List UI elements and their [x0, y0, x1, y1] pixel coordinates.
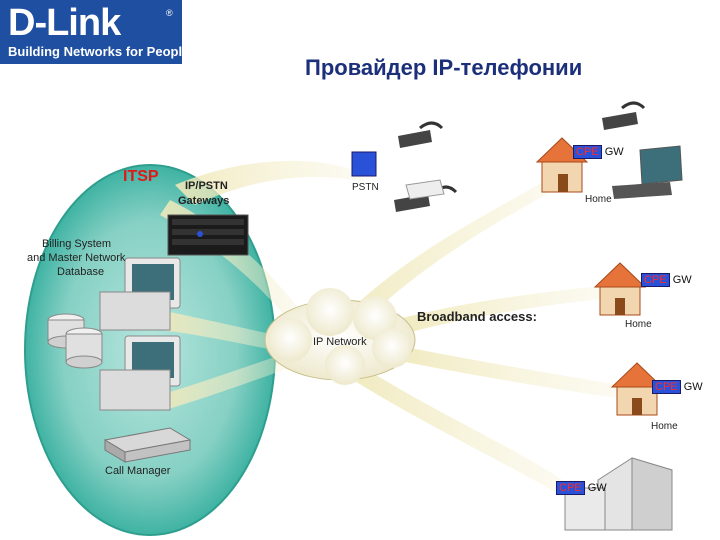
- billing-label-line2: and Master Network: [27, 252, 126, 264]
- itsp-label: ITSP: [123, 168, 159, 185]
- pstn-label: PSTN: [352, 182, 379, 193]
- cpe-box: CPE: [652, 380, 681, 394]
- connection-beams: [160, 160, 620, 495]
- cloud-icon: [264, 288, 416, 385]
- router-icon: [103, 427, 192, 463]
- home-label: Home: [585, 194, 612, 205]
- gateways-label-line2: Gateways: [178, 195, 230, 207]
- telephone-icon: [398, 121, 444, 148]
- server-icon: [167, 214, 249, 256]
- logo-tagline: Building Networks for People: [8, 44, 190, 59]
- gateways-label-line1: IP/PSTN: [185, 180, 228, 192]
- cpe-gw-label: CPE GW: [573, 145, 624, 159]
- logo-reg-mark: ®: [166, 8, 173, 18]
- billing-label-line3: Database: [57, 266, 105, 278]
- broadband-label: Broadband access:: [417, 309, 537, 324]
- workstation-icon: [99, 335, 181, 411]
- d-link-logo: D-Link ® Building Networks for People: [0, 0, 189, 64]
- home-label: Home: [625, 319, 652, 330]
- house-icon: [593, 262, 647, 316]
- telephone-icon: [602, 101, 646, 130]
- pstn-box-icon: [351, 151, 377, 177]
- workstation-icon: [99, 257, 181, 331]
- cpe-box: CPE: [573, 145, 602, 159]
- house-icon: [610, 362, 664, 416]
- database-icon: [47, 313, 103, 369]
- home-label: Home: [651, 421, 678, 432]
- office-building-icon: [564, 457, 673, 531]
- workstation-icon: [612, 145, 683, 199]
- cpe-gw-label: CPE GW: [556, 481, 607, 495]
- cpe-suffix: GW: [672, 274, 692, 286]
- cpe-box: CPE: [641, 273, 670, 287]
- cpe-suffix: GW: [683, 381, 703, 393]
- cpe-suffix: GW: [604, 146, 624, 158]
- page-title: Провайдер IP-телефонии: [305, 55, 583, 80]
- cpe-gw-label: CPE GW: [652, 380, 703, 394]
- ip-network-label: IP Network: [313, 336, 367, 348]
- call-manager-label: Call Manager: [105, 465, 171, 477]
- cpe-box: CPE: [556, 481, 585, 495]
- cpe-suffix: GW: [587, 482, 607, 494]
- cpe-gw-label: CPE GW: [641, 273, 692, 287]
- logo-text: D-Link: [8, 2, 121, 44]
- fax-icon: [405, 179, 445, 200]
- billing-label-line1: Billing System: [42, 238, 112, 250]
